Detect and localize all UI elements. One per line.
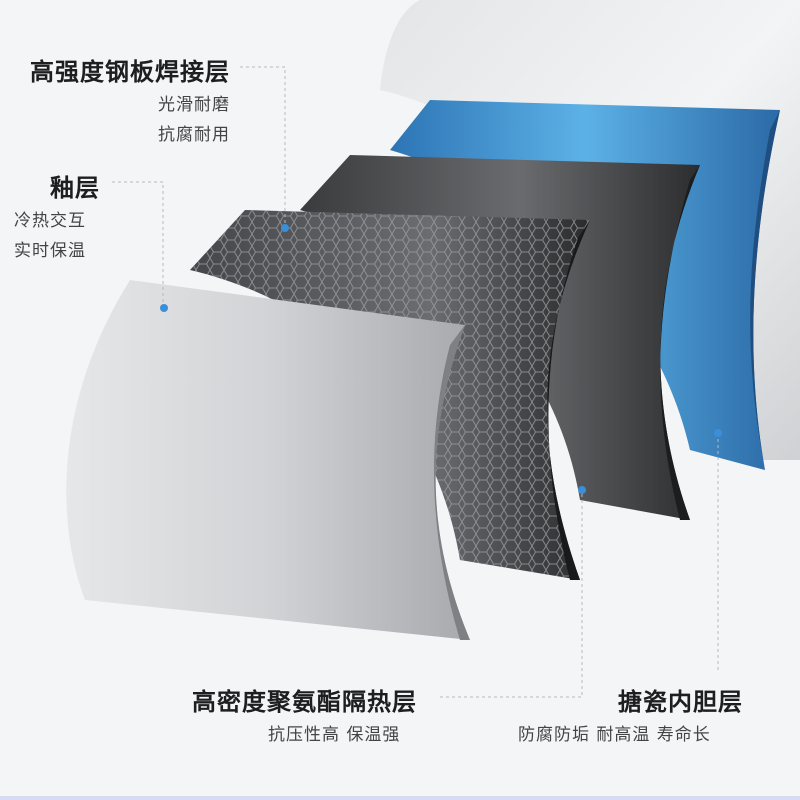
label-foam-sub: 抗压性高 保温强	[268, 720, 400, 750]
marker-steel	[281, 224, 289, 232]
steel-layer	[66, 280, 470, 640]
label-foam-line-1: 抗压性高 保温强	[268, 725, 401, 745]
marker-glaze	[160, 304, 168, 312]
label-foam-title: 高密度聚氨酯隔热层	[192, 688, 417, 716]
label-enamel-line-1: 防腐防垢 耐高温 寿命长	[518, 725, 711, 745]
bottom-bar	[0, 796, 800, 800]
marker-foam	[578, 486, 586, 494]
label-steel-line-1: 光滑耐磨	[158, 95, 230, 115]
label-glaze-title: 釉层	[50, 174, 100, 202]
label-steel-line-2: 抗腐耐用	[158, 125, 230, 145]
label-glaze-sub: 冷热交互 实时保温	[14, 206, 86, 266]
label-glaze: 釉层	[50, 168, 100, 203]
label-foam: 高密度聚氨酯隔热层	[192, 682, 417, 717]
label-steel: 高强度钢板焊接层	[30, 52, 230, 87]
label-steel-title: 高强度钢板焊接层	[30, 58, 230, 86]
leader-steel	[240, 66, 286, 228]
label-glaze-line-2: 实时保温	[14, 241, 86, 261]
leader-glaze	[112, 181, 164, 308]
label-steel-sub: 光滑耐磨 抗腐耐用	[158, 90, 230, 150]
label-enamel-title: 搪瓷内胆层	[618, 688, 743, 716]
label-enamel-sub: 防腐防垢 耐高温 寿命长	[518, 720, 711, 750]
label-glaze-line-1: 冷热交互	[14, 211, 86, 231]
label-enamel: 搪瓷内胆层	[618, 682, 743, 717]
marker-enamel	[714, 429, 722, 437]
